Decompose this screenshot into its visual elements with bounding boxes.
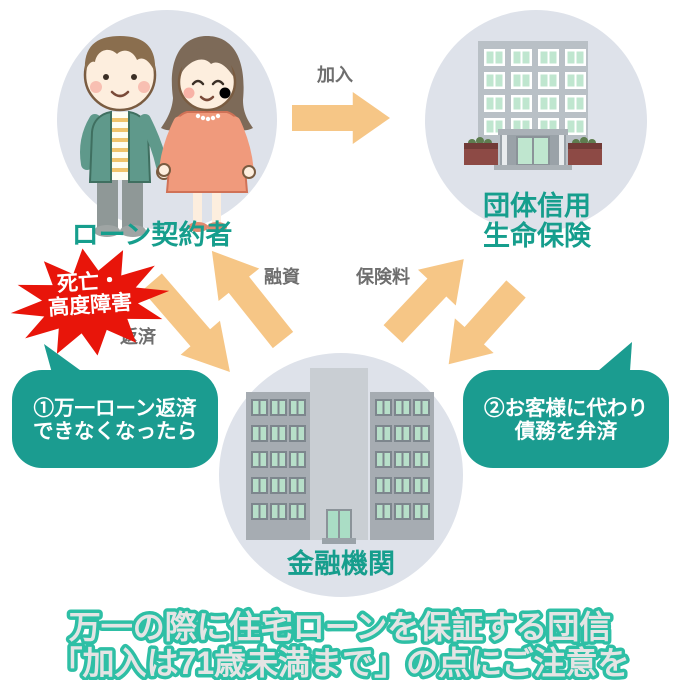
bank-label: 金融機関: [287, 549, 395, 579]
caption-banner: 万一の際に住宅ローンを保証する団信 「加入は71歳未満まで」の点にご注意を: [47, 606, 633, 680]
arrow-label-premium: 保険料: [356, 267, 410, 287]
caption-line1: 万一の際に住宅ローンを保証する団信: [69, 609, 611, 645]
right-callout-line1: ②お客様に代わり: [484, 396, 648, 420]
right-callout-line2: 債務を弁済: [514, 419, 618, 443]
left-callout-tail: [44, 344, 84, 373]
couple-illustration-icon: [80, 36, 256, 237]
arrow-label-financing: 融資: [264, 267, 300, 287]
arrow-join-icon: [292, 92, 390, 144]
contractor-label: ローン契約者: [71, 220, 233, 250]
starburst-text-line2: 高度障害: [47, 290, 132, 320]
left-callout-line2: できなくなったら: [33, 419, 197, 443]
arrow-label-join: 加入: [317, 65, 353, 85]
starburst-text-line1: 死亡・: [56, 268, 121, 296]
man-figure: [80, 36, 172, 237]
bank-building-icon: [246, 368, 434, 544]
right-callout-bubble: ②お客様に代わり 債務を弁済: [463, 370, 669, 468]
insurance-label-line1: 団体信用: [483, 191, 591, 221]
insurance-building-icon: [464, 41, 602, 170]
left-callout-line1: ①万一ローン返済: [33, 396, 197, 420]
left-callout-bubble: ①万一ローン返済 できなくなったら: [12, 370, 218, 468]
caption-line2: 「加入は71歳未満まで」の点にご注意を: [51, 645, 630, 680]
starburst-badge: 死亡・ 高度障害: [10, 248, 170, 356]
right-callout-tail: [598, 342, 632, 371]
woman-figure: [157, 36, 256, 232]
insurance-label-line2: 生命保険: [483, 220, 591, 251]
insurance-label: 団体信用 生命保険: [437, 191, 637, 251]
